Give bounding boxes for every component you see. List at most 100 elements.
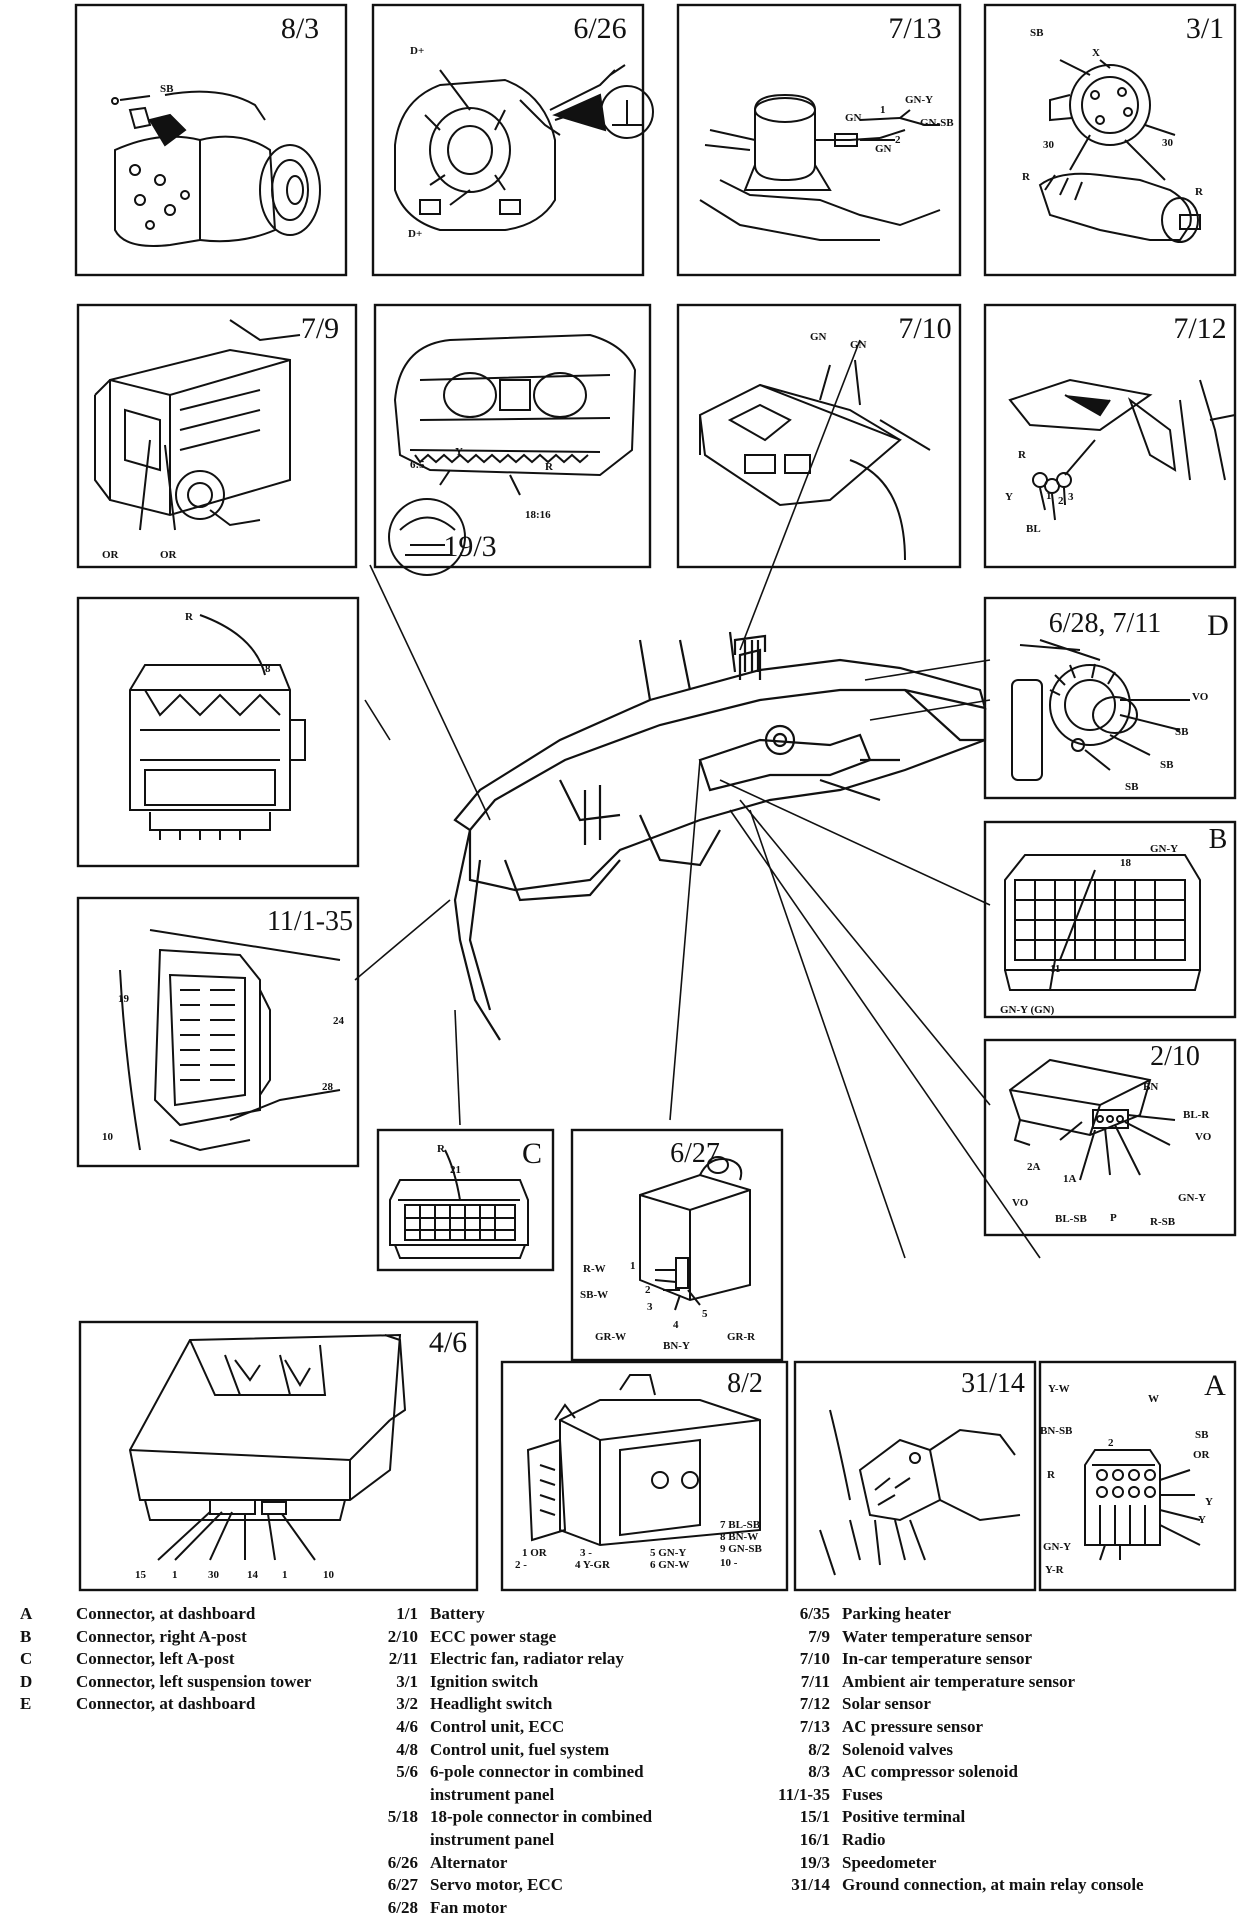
- wire-label-4-6: 1: [282, 1569, 288, 1581]
- legend-description: Alternator: [430, 1852, 508, 1872]
- wire-label-6-27: 5: [702, 1308, 708, 1320]
- panel-A: [1038, 1360, 1237, 1592]
- wire-label-8-2: 2 -: [515, 1559, 527, 1571]
- wire-label-11-1-35: 28: [322, 1081, 334, 1093]
- panel-2-10: [983, 1038, 1237, 1237]
- wire-label-A: 2: [1108, 1437, 1114, 1449]
- panel-title-3-1: 3/1: [1186, 12, 1224, 45]
- panel-6-26: [371, 3, 645, 277]
- legend-description: Control unit, fuel system: [430, 1739, 610, 1759]
- panel-title-C: C: [522, 1137, 542, 1170]
- wire-label-2-10: BL-SB: [1055, 1213, 1087, 1225]
- panel-7-9: [76, 303, 358, 569]
- wire-label-A: Y-W: [1048, 1383, 1070, 1395]
- wire-label-4-6: 30: [208, 1569, 220, 1581]
- wire-label-6-27: 2: [645, 1284, 651, 1296]
- legend-code: 7/11: [800, 1671, 830, 1691]
- legend-code: 6/27: [387, 1875, 418, 1895]
- solenoid-valves-drawing: [526, 1374, 761, 1547]
- legend-description: Parking heater: [842, 1604, 952, 1623]
- legend-code: 1/1: [396, 1604, 418, 1623]
- legend-description: Connector, at dashboard: [76, 1694, 256, 1714]
- legend-description: 18-pole connector in combined instrument…: [430, 1807, 653, 1849]
- wire-label-4-6: 10: [323, 1569, 335, 1581]
- wire-label-A: Y: [1205, 1496, 1213, 1508]
- wire-label-11-1-35: 10: [102, 1131, 114, 1143]
- panel-title-7-10: 7/10: [898, 312, 951, 345]
- power-stage-drawing: [1008, 1058, 1176, 1181]
- wire-label-7-13: GN: [845, 112, 862, 124]
- wire-label-C: 21: [450, 1164, 461, 1176]
- legend-description: Ground connection, at main relay console: [842, 1875, 1144, 1895]
- wire-label-11-1-35: 24: [333, 1015, 345, 1027]
- legend-description: Fuses: [842, 1784, 883, 1804]
- panel-title-B: B: [1209, 824, 1228, 855]
- panel-7-12: [983, 303, 1237, 569]
- wire-label-6-27: 4: [673, 1319, 679, 1331]
- wire-label-7-10: GN: [850, 339, 867, 351]
- wire-label-8-2: 9 GN-SB: [720, 1543, 763, 1555]
- wire-label-7-12: BL: [1026, 523, 1041, 535]
- legend-description: Connector, left suspension tower: [76, 1671, 312, 1691]
- pressure-sensor-drawing: [699, 93, 941, 241]
- legend-description: Connector, at dashboard: [76, 1604, 256, 1623]
- legend-description: Servo motor, ECC: [430, 1875, 563, 1895]
- wire-label-6-27: 3: [647, 1301, 653, 1313]
- panel-7-13: [676, 3, 962, 277]
- legend-code: 15/1: [799, 1807, 830, 1827]
- wire-label-8-2: 3 -: [580, 1547, 592, 1559]
- wire-label-B: GN-Y (GN): [1000, 1004, 1055, 1016]
- legend-item: 6/27 Servo motor, ECC: [358, 1874, 688, 1897]
- wire-label-8-2: 5 GN-Y: [650, 1547, 686, 1559]
- wire-label-A: BN-SB: [1040, 1425, 1073, 1437]
- wire-label-3-1: R: [1195, 186, 1204, 198]
- leader-lines: [354, 339, 1041, 1259]
- panel-title-A: A: [1204, 1369, 1226, 1402]
- legend-description: Electric fan, radiator relay: [430, 1649, 624, 1669]
- wire-label-7-13: GN: [875, 143, 892, 155]
- wire-label-4-6: 14: [247, 1569, 259, 1581]
- wire-label-6-28: SB: [1125, 781, 1139, 793]
- panel-8-3: [74, 3, 348, 277]
- wire-label-3-1: SB: [1030, 27, 1044, 39]
- wire-label-8-2: 7 BL-SB: [720, 1519, 761, 1531]
- wire-label-6-27: BN-Y: [663, 1340, 690, 1352]
- legend-description: ECC power stage: [430, 1626, 557, 1646]
- wire-label-6-27: SB-W: [580, 1289, 608, 1301]
- wire-label-A: Y: [1198, 1514, 1206, 1526]
- solar-sensor-drawing: [1008, 378, 1236, 521]
- legend-code: C: [20, 1649, 33, 1669]
- connector-d-drawing: [129, 614, 306, 840]
- legend-code: 5/18: [387, 1807, 418, 1827]
- wire-label-6-28: VO: [1192, 691, 1209, 703]
- servo-motor-drawing: [639, 1156, 751, 1311]
- wire-label-7-12: Y: [1005, 491, 1013, 503]
- wire-label-6-28: SB: [1175, 726, 1189, 738]
- wire-label-19-3: 6:5: [410, 459, 425, 471]
- wire-label-6-27: R-W: [583, 1263, 606, 1275]
- connector-c-drawing: [389, 1149, 529, 1259]
- legend-description: Solar sensor: [842, 1694, 931, 1714]
- wire-label-4-6: 1: [172, 1569, 178, 1581]
- wire-label-D: 8: [265, 663, 271, 675]
- panel-title-31-14: 31/14: [961, 1368, 1025, 1399]
- panel-11-1-35: [76, 896, 360, 1168]
- legend-description: AC compressor solenoid: [842, 1762, 1018, 1782]
- ac-compressor-drawing: [111, 90, 321, 247]
- legend-code: 7/10: [799, 1649, 830, 1669]
- wire-label-7-13: GN-Y: [905, 94, 933, 106]
